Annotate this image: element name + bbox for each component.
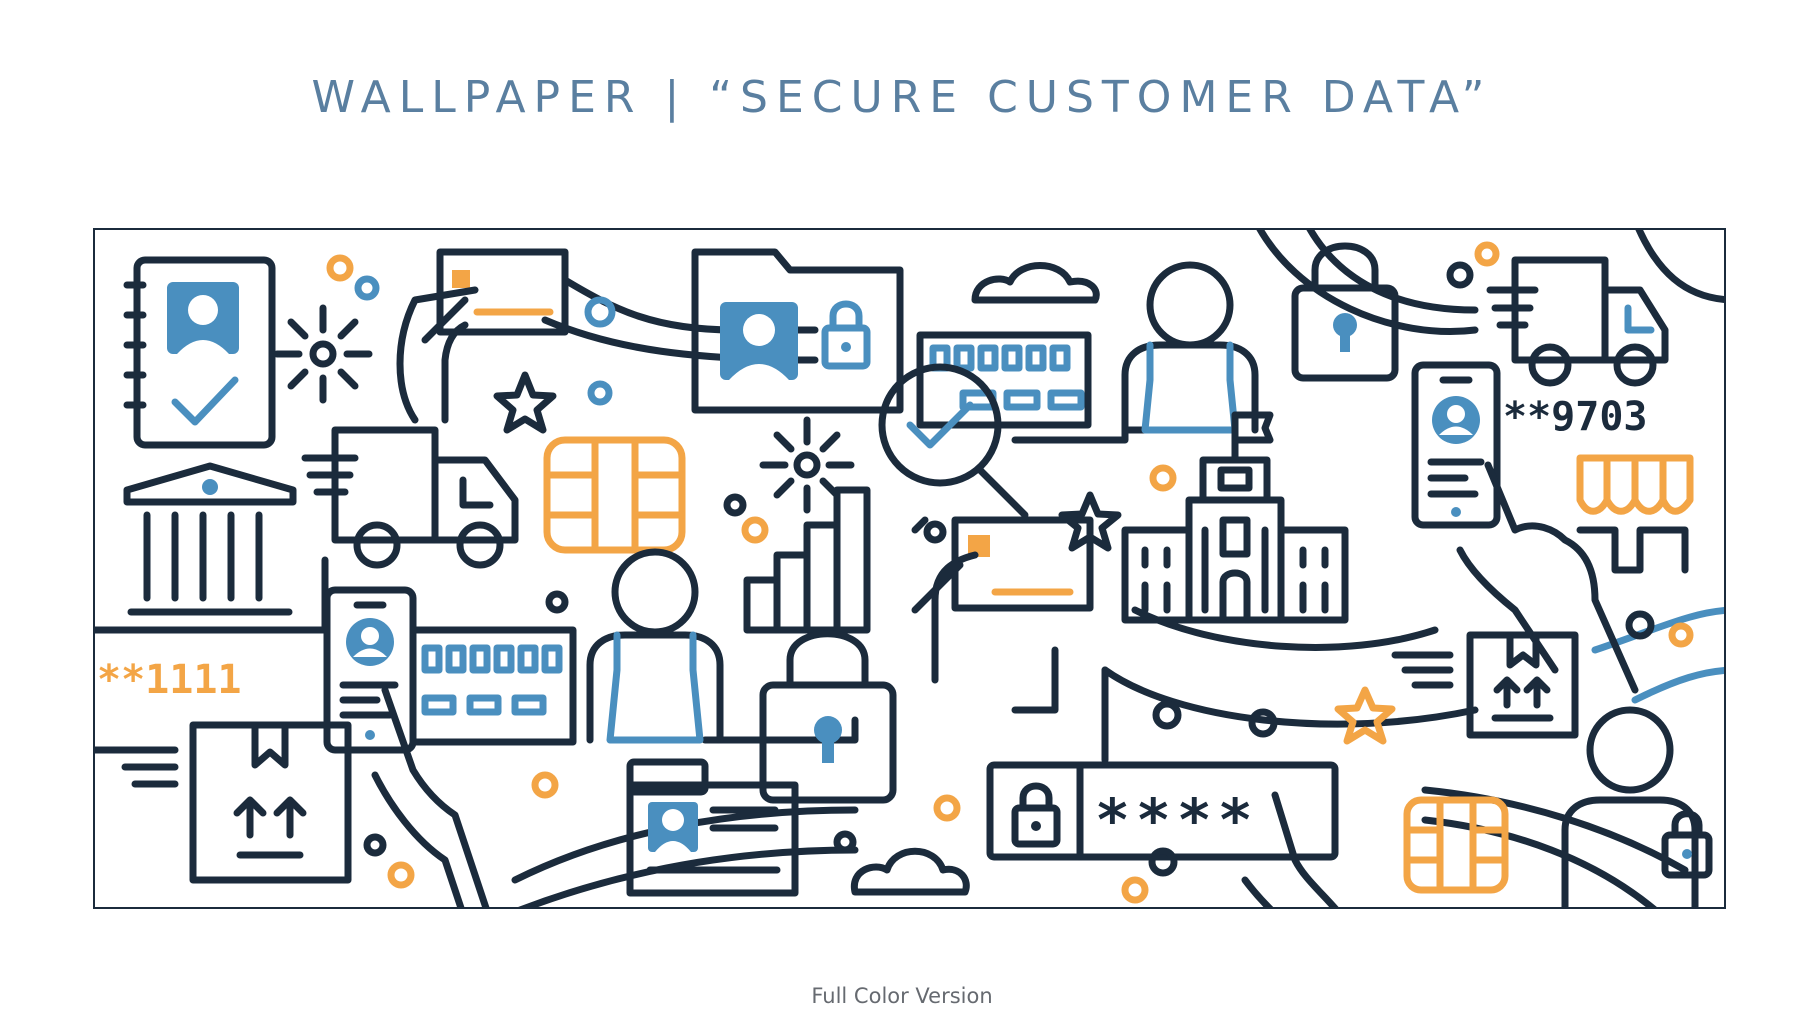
person-icon [586, 548, 724, 744]
store-awning-icon [1576, 454, 1694, 574]
magnifier-check-icon [878, 363, 1029, 519]
cloud-icon [850, 847, 970, 896]
hand-icon [396, 286, 479, 424]
package-icon [111, 721, 352, 884]
bar-chart-icon [743, 486, 871, 634]
truck-icon [1486, 256, 1669, 387]
star-icon [1334, 686, 1396, 745]
password-field [986, 761, 1339, 907]
bank-icon [123, 462, 297, 616]
lock-icon [1291, 242, 1399, 382]
cloud-icon [971, 262, 1100, 304]
chip-card-icon [543, 436, 686, 554]
truck-icon [301, 426, 519, 569]
sparkle-icon [759, 416, 855, 514]
password-mask: **** [1095, 786, 1259, 854]
caption: Full Color Version [811, 984, 993, 1008]
package-icon [1391, 631, 1579, 739]
lock-icon [1661, 810, 1713, 879]
wallpaper-artwork: **1111 **9703 **** [93, 228, 1726, 909]
courthouse-icon [1121, 411, 1349, 624]
card-number-left: **1111 [97, 657, 242, 703]
folder-icon [691, 248, 904, 414]
card-number-right: **9703 [1503, 394, 1648, 440]
star-icon [493, 371, 557, 434]
data-blocks [916, 331, 1092, 429]
credit-card-icon [436, 248, 569, 336]
star-icon [1058, 491, 1122, 552]
lock-icon [759, 630, 897, 804]
id-card-check-icon [123, 256, 276, 449]
hand-icon [911, 551, 979, 684]
phone-icon [1411, 361, 1501, 529]
decorative-dots [326, 241, 1694, 904]
data-blocks [409, 626, 577, 746]
hand-icon [1456, 461, 1639, 694]
id-card-icon [626, 758, 799, 897]
connector-lines [95, 230, 1724, 907]
page-title: WALLPAPER | “SECURE CUSTOMER DATA” [311, 72, 1493, 123]
person-icon [1561, 706, 1699, 907]
sparkle-icon [273, 304, 373, 404]
credit-card-icon [951, 516, 1094, 612]
person-icon [1121, 261, 1259, 434]
chip-card-icon [1403, 796, 1509, 894]
phone-icon [323, 586, 490, 907]
